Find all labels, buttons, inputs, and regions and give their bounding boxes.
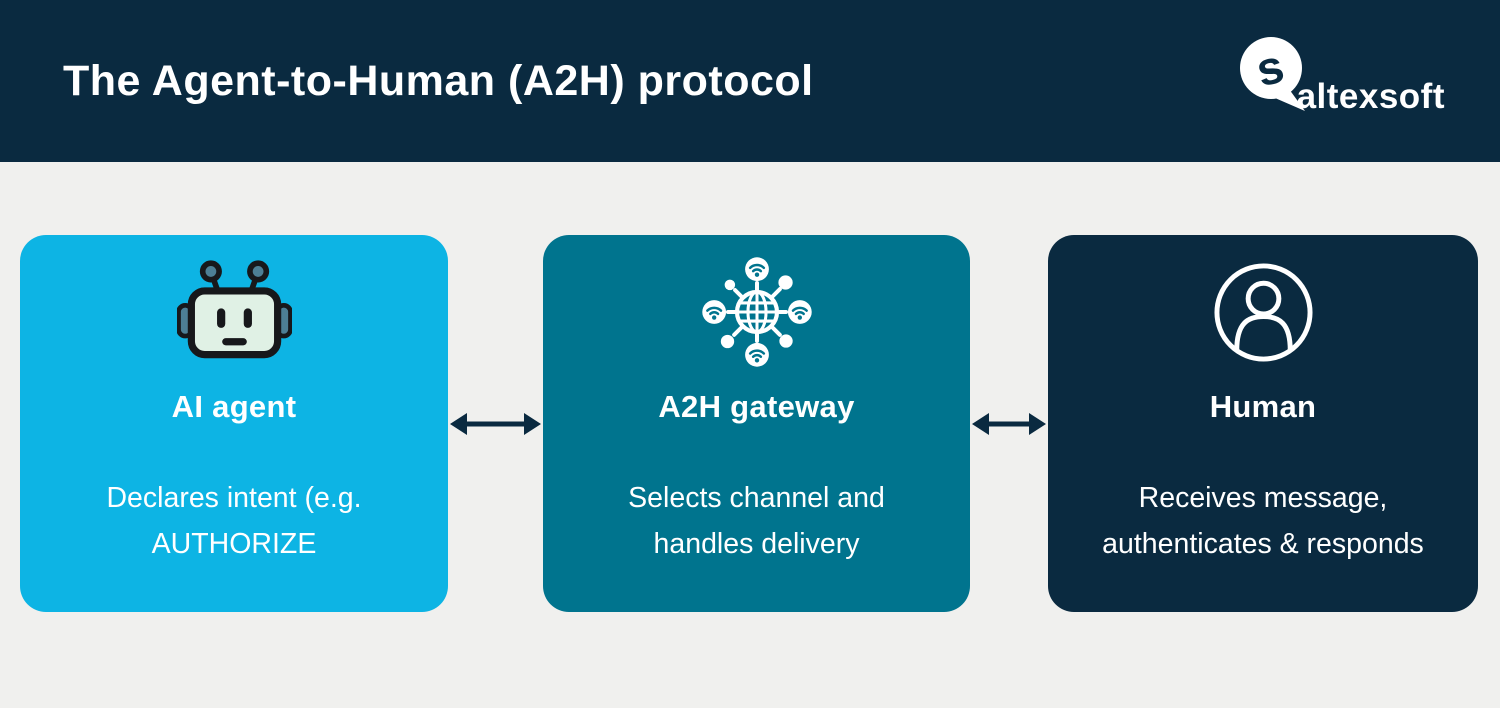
card-a2h-gateway: A2H gateway Selects channel and handles … xyxy=(543,235,970,612)
description-line: Receives message, xyxy=(1138,482,1388,514)
description-line: handles delivery xyxy=(653,528,860,560)
arrow-head-left xyxy=(450,412,467,435)
arrow-head-right xyxy=(524,412,541,435)
person-icon xyxy=(1212,253,1315,371)
description-line: Declares intent (e.g. xyxy=(106,482,362,514)
brand-name: altexsoft xyxy=(1296,77,1445,117)
double-arrow-icon xyxy=(972,412,1046,436)
card-description-human: Receives message, authenticates & respon… xyxy=(1102,475,1424,567)
card-title-human: Human xyxy=(1209,389,1317,424)
robot-icon xyxy=(176,253,292,371)
header-banner: The Agent-to-Human (A2H) protocol s alte… xyxy=(0,0,1500,162)
double-arrow-icon xyxy=(450,412,541,436)
card-ai-agent: AI agent Declares intent (e.g. AUTHORIZE xyxy=(20,235,448,612)
network-gateway-icon xyxy=(698,253,816,371)
arrow-shaft xyxy=(982,421,1036,426)
card-description-a2h-gateway: Selects channel and handles delivery xyxy=(628,475,885,567)
card-human: Human Receives message, authenticates & … xyxy=(1048,235,1478,612)
card-description-ai-agent: Declares intent (e.g. AUTHORIZE xyxy=(106,475,361,567)
logo-mark-icon: s xyxy=(1239,36,1309,112)
page-title: The Agent-to-Human (A2H) protocol xyxy=(63,56,814,105)
connector-gateway-human xyxy=(970,235,1048,612)
description-line: Selects channel and xyxy=(628,482,885,514)
arrow-head-left xyxy=(972,412,989,435)
card-title-a2h-gateway: A2H gateway xyxy=(658,389,855,424)
cards-row: AI agent Declares intent (e.g. AUTHORIZE xyxy=(20,235,1478,612)
description-line: authenticates & responds xyxy=(1102,528,1424,560)
brand-logo: s altexsoft xyxy=(1239,36,1445,117)
arrow-head-right xyxy=(1029,412,1046,435)
card-title-ai-agent: AI agent xyxy=(171,389,297,424)
connector-agent-gateway xyxy=(448,235,543,612)
arrow-shaft xyxy=(460,421,531,426)
description-line: AUTHORIZE xyxy=(151,528,317,560)
